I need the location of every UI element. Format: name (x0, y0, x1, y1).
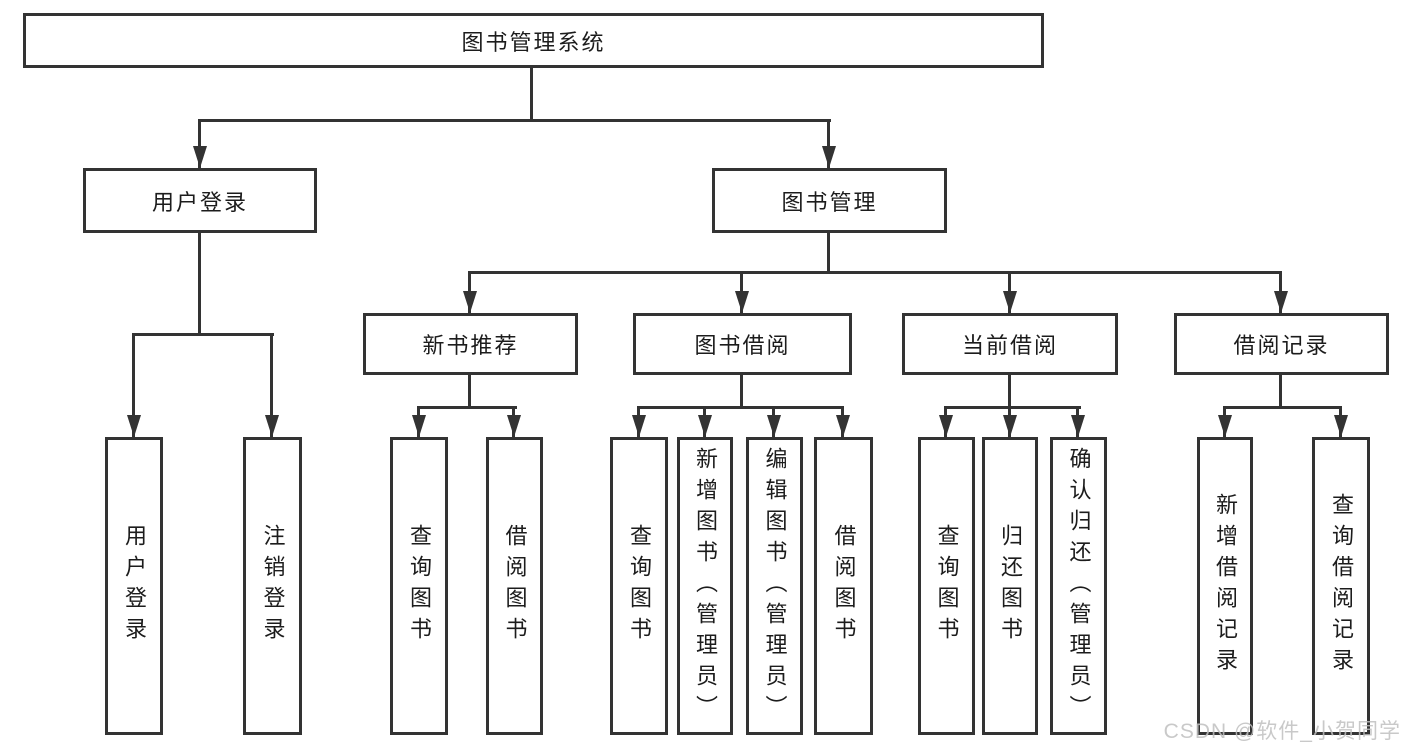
arrowhead-bb-add (698, 415, 712, 437)
arrowhead-br-query (1334, 415, 1348, 437)
arrowhead-nb-query (412, 415, 426, 437)
leaf-confirm-return-admin: 确认归还（管理员） (1050, 437, 1107, 735)
arrowhead-new-book (463, 291, 477, 313)
arrowhead-bb-query (632, 415, 646, 437)
node-current-borrowing: 当前借阅 (902, 313, 1118, 375)
edge-borrow-records-bar (1223, 406, 1342, 409)
arrowhead-br-add (1218, 415, 1232, 437)
edge-current-borrow-stem (1008, 375, 1011, 408)
edge-root-stem (530, 68, 533, 121)
leaf-borrow-books-recommend: 借阅图书 (486, 437, 543, 735)
edge-new-book-bar (417, 406, 517, 409)
arrowhead-current-borrow (1003, 291, 1017, 313)
leaf-user-login: 用户登录 (105, 437, 163, 735)
arrowhead-book-borrow (735, 291, 749, 313)
leaf-add-borrow-record: 新增借阅记录 (1197, 437, 1253, 735)
node-new-book-recommend: 新书推荐 (363, 313, 578, 375)
leaf-query-books-recommend: 查询图书 (390, 437, 448, 735)
node-user-login: 用户登录 (83, 168, 317, 233)
arrowhead-nb-borrow (507, 415, 521, 437)
edge-borrow-records-stem (1279, 375, 1282, 408)
node-book-borrowing: 图书借阅 (633, 313, 852, 375)
arrowhead-cb-confirm (1071, 415, 1085, 437)
node-book-management: 图书管理 (712, 168, 947, 233)
edge-level3-bar (468, 271, 1282, 274)
edge-book-mgmt-stem (827, 232, 830, 273)
leaf-edit-books-admin: 编辑图书（管理员） (746, 437, 803, 735)
leaf-logout: 注销登录 (243, 437, 302, 735)
leaf-query-borrow-record: 查询借阅记录 (1312, 437, 1370, 735)
edge-new-book-stem (468, 375, 471, 408)
arrowhead-cb-return (1003, 415, 1017, 437)
edge-drop-book-mgmt (827, 119, 830, 168)
edge-drop-user-login (198, 119, 201, 168)
node-borrow-records: 借阅记录 (1174, 313, 1389, 375)
arrowhead-bb-edit (767, 415, 781, 437)
edge-user-login-bar (132, 333, 274, 336)
arrowhead-user-login (193, 146, 207, 168)
arrowhead-book-mgmt (822, 146, 836, 168)
leaf-query-books-borrowing: 查询图书 (610, 437, 668, 735)
edge-drop-leaf-login (132, 333, 135, 437)
leaf-borrow-books: 借阅图书 (814, 437, 873, 735)
arrowhead-leaf-login (127, 415, 141, 437)
edge-drop-leaf-logout (270, 333, 273, 437)
arrowhead-leaf-logout (265, 415, 279, 437)
leaf-add-books-admin: 新增图书（管理员） (677, 437, 733, 735)
arrowhead-borrow-records (1274, 291, 1288, 313)
leaf-return-books: 归还图书 (982, 437, 1038, 735)
edge-book-borrow-bar (637, 406, 844, 409)
edge-level2-bar (198, 119, 831, 122)
arrowhead-cb-query (939, 415, 953, 437)
arrowhead-bb-borrow (836, 415, 850, 437)
edge-book-borrow-stem (740, 375, 743, 408)
node-library-system: 图书管理系统 (23, 13, 1044, 68)
leaf-query-books-current: 查询图书 (918, 437, 975, 735)
edge-user-login-stem (198, 233, 201, 335)
edge-current-borrow-bar (944, 406, 1081, 409)
csdn-watermark: CSDN @软件_小贺同学 (1163, 720, 1401, 743)
